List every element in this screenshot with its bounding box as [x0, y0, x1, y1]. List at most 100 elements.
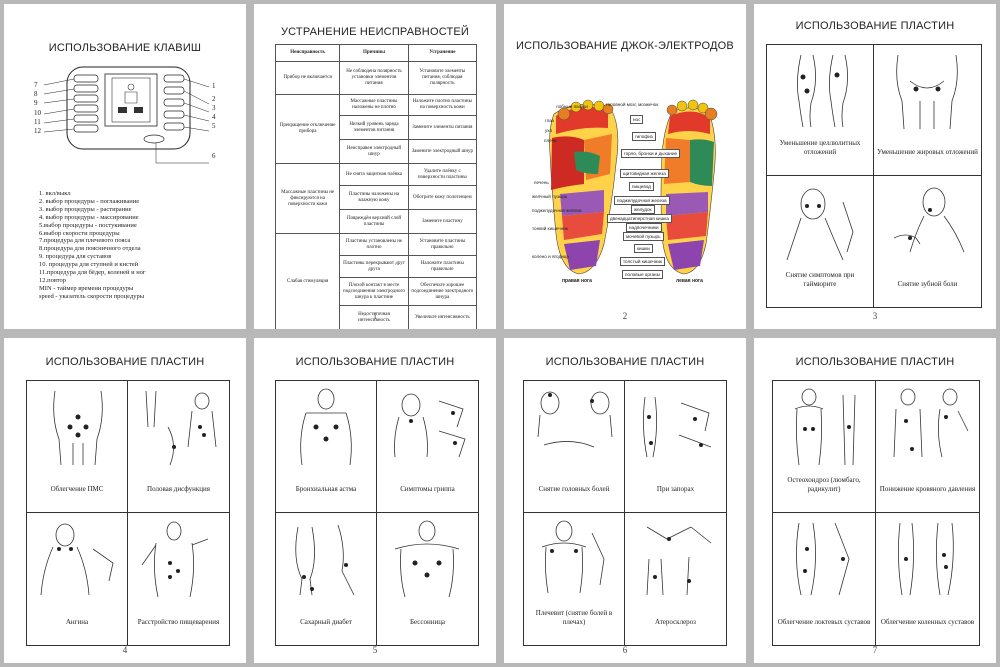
flu-figure [394, 393, 466, 458]
headache-figure [537, 391, 613, 448]
label-right-foot: правая нога [562, 278, 592, 284]
fix-cell: Удалите плёнку с поверхности пластины [407, 163, 478, 186]
fix-cell: Обеспечьте хорошее подсоединение электро… [407, 277, 478, 306]
illustration-cell: Уменьшение жировых отложений [874, 45, 981, 176]
caption: Уменьшение целлюлитных отложений [779, 139, 861, 156]
page-number: 3 [872, 311, 878, 321]
illustration-cell: Облегчение коленных суставов [876, 513, 979, 645]
label-frontal-sinus: лобные пазухи [556, 104, 588, 109]
page-title: ИСПОЛЬЗОВАНИЕ ПЛАСТИН [795, 356, 955, 368]
page-troubleshooting: УСТРАНЕНИЕ НЕИСПРАВНОСТЕЙ Неисправность … [254, 4, 496, 329]
cause-cell: Недостаточная интенсивность [339, 305, 409, 329]
fix-cell: Замените элементы питания [407, 115, 478, 140]
cause-cell: Пластины установлены не плотно [339, 233, 409, 256]
back-figure [394, 520, 460, 598]
fix-cell: Наложите пластины правильно [407, 255, 478, 278]
page-number: 1 [372, 311, 378, 321]
illustration-cell: Уменьшение целлюлитных отложений [767, 45, 874, 176]
caption: Плечевит (снятие болей в плечах) [535, 609, 613, 626]
page-title: ИСПОЛЬЗОВАНИЕ ПЛАСТИН [295, 356, 455, 368]
table-row: Недостаточная интенсивность Увеличьте ин… [276, 305, 478, 329]
illustration-cell: Симптомы гриппа [377, 381, 478, 513]
header-cell: Устранение [407, 44, 478, 62]
face-figure [786, 188, 854, 261]
toothache-figure [893, 187, 965, 253]
label-ear: ухо [545, 128, 553, 133]
illustration-cell: Облегчение локтевых суставов [773, 513, 876, 645]
illustration-grid: Бронхиальная астма Симптомы гриппа Сахар… [275, 380, 479, 646]
cause-cell: Массажные пластины наложены не плотно [339, 94, 409, 116]
cause-cell: Не снята защитная плёнка [339, 163, 409, 186]
page-plates-3: ИСПОЛЬЗОВАНИЕ ПЛАСТИН Уменьшение целлюли… [754, 4, 996, 329]
table-row: Низкий уровень заряда элементов питания … [276, 115, 478, 140]
caption: Уменьшение жировых отложений [877, 148, 978, 156]
cause-cell: Пластины перекрывают друг друга [339, 255, 409, 278]
illustration-cell: Бронхиальная астма [276, 381, 377, 513]
body-figures [145, 390, 217, 466]
pressure-figure [893, 388, 969, 458]
table-header-row: Неисправность Причины Устранение [274, 44, 478, 62]
problem-cell: Прибор не включается [274, 61, 341, 95]
caption: Понижение кровяного давления [879, 485, 976, 493]
table-row: Массажные пластины не фиксируются на пов… [274, 163, 478, 234]
table-row: Пластины наложены на влажную кожу Оботри… [276, 185, 478, 210]
caption: Снятие зубной боли [897, 280, 958, 288]
legs-figure [295, 524, 355, 596]
illustration-cell: Понижение кровяного давления [876, 381, 979, 513]
problem-cell: Прекращение отключение прибора [274, 94, 341, 164]
illustration-cell: Атеросклероз [625, 513, 726, 645]
page-number: 4 [122, 645, 128, 655]
caption: Атеросклероз [655, 618, 696, 626]
table-row: Пластины перекрывают друг друга Наложите… [276, 255, 478, 278]
table-row: Прибор не включается Не соблюдена полярн… [274, 61, 478, 95]
illustration-cell: Плечевит (снятие болей в плечах) [524, 513, 625, 645]
illustration-cell: Остеохондроз (люмбаго, радикулит) [773, 381, 876, 513]
label-left-foot: левая нога [676, 278, 703, 284]
illustration-cell: Бессонница [377, 513, 478, 645]
atherosclerosis-figure [646, 526, 712, 596]
caption: Бронхиальная астма [295, 485, 357, 493]
page-title: ИСПОЛЬЗОВАНИЕ ПЛАСТИН [795, 20, 955, 32]
label-knee: колено и ягодица [532, 254, 569, 259]
table-row: Прекращение отключение прибора Массажные… [274, 94, 478, 164]
illustration-cell: Облегчение ПМС [27, 381, 128, 513]
page-jack-electrodes: ИСПОЛЬЗОВАНИЕ ДЖОК-ЭЛЕКТРОДОВ [504, 4, 746, 329]
illustration-cell: Сахарный диабет [276, 513, 377, 645]
label-eye: глаз [545, 118, 554, 123]
page-number: 7 [872, 645, 878, 655]
label-gallbladder: желчный пузырь [532, 194, 568, 199]
caption: Расстройство пищеварения [137, 618, 220, 626]
label-shoulder: плечо [544, 138, 557, 143]
chest-figure [300, 388, 352, 466]
page-number: 6 [622, 645, 628, 655]
fix-cell: Установите элементы питания, соблюдая по… [407, 61, 478, 95]
constipation-figure [643, 396, 712, 458]
foot-reflexology-map [549, 99, 718, 275]
caption: Облегчение коленных суставов [880, 618, 975, 626]
header-cell: Неисправность [274, 44, 341, 62]
table-row: Слабая стимуляция Пластины установлены н… [274, 233, 478, 329]
page-plates-7: ИСПОЛЬЗОВАНИЕ ПЛАСТИН Остеохондроз (люмб… [754, 338, 996, 663]
problem-cell: Слабая стимуляция [274, 233, 341, 329]
label-pancreas-left: поджелудочная железа [532, 208, 582, 213]
caption: Снятие симптомов при гаймюрите [785, 271, 855, 288]
illustration-grid: Уменьшение целлюлитных отложений Уменьше… [766, 44, 982, 308]
label-small-intestine: тонкий кишечник [532, 226, 568, 231]
fix-cell: Замените пластину [407, 209, 478, 234]
illustration-grid: Остеохондроз (люмбаго, радикулит) Пониже… [772, 380, 980, 646]
troubleshooting-table: Неисправность Причины Устранение Прибор … [274, 44, 478, 329]
illustration-cell: Половая дисфункция [128, 381, 229, 513]
caption: Облегчение ПМС [50, 485, 104, 493]
knee-figure [898, 522, 954, 596]
label-liver: печень [534, 180, 549, 185]
fix-cell: Увеличьте интенсивность [407, 305, 478, 329]
label-brain: головной мозг, мозжечок [606, 102, 659, 107]
caption: Снятие головных болей [538, 485, 610, 493]
fix-cell: Установите пластины правильно [407, 233, 478, 256]
page-number: 2 [622, 311, 628, 321]
hips-figure [896, 54, 958, 130]
cause-cell: Плохой контакт в месте подсоединения эле… [339, 277, 409, 306]
page-title: ИСПОЛЬЗОВАНИЕ ПЛАСТИН [45, 356, 205, 368]
cause-cell: Повреждён верхний слой пластины [339, 209, 409, 234]
